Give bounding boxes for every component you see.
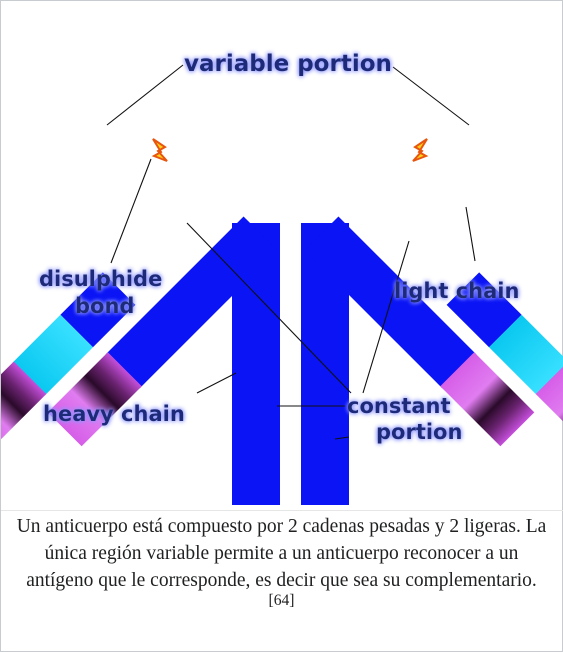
caption-reference[interactable]: [64] bbox=[269, 592, 295, 609]
label-heavy-chain: heavy chain bbox=[43, 402, 185, 426]
label-variable-portion: variable portion bbox=[184, 51, 392, 77]
label-disulphide: disulphide bbox=[39, 267, 162, 291]
label-portion: portion bbox=[376, 420, 462, 444]
disulphide-bond-left-icon bbox=[153, 139, 167, 161]
label-light-chain: light chain bbox=[394, 279, 519, 303]
disulphide-bond-right-icon bbox=[413, 139, 427, 161]
label-constant: constant bbox=[347, 394, 451, 418]
caption-divider bbox=[1, 510, 563, 511]
leader-lines bbox=[107, 65, 475, 439]
antibody-diagram: variable portion disulphide bond light c… bbox=[1, 1, 563, 511]
figure-caption: Un anticuerpo está compuesto por 2 caden… bbox=[15, 513, 548, 621]
label-bond: bond bbox=[75, 294, 134, 318]
caption-text: Un anticuerpo está compuesto por 2 caden… bbox=[17, 516, 547, 591]
